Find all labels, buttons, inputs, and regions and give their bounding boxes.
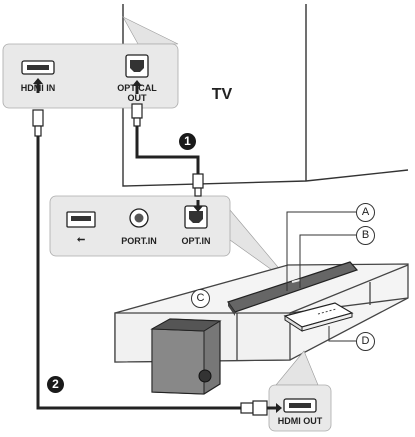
tv-label: TV <box>211 86 233 103</box>
usb-label: ⭠ <box>77 234 85 245</box>
receiver-box <box>283 302 354 332</box>
optical-out-port-icon <box>125 54 149 78</box>
callout-d: D <box>356 332 375 351</box>
callout-b: B <box>356 226 375 245</box>
optical-out-label: OPTICAL OUT <box>117 83 157 103</box>
port-in-jack-icon <box>129 208 149 228</box>
callout-a: A <box>356 203 375 222</box>
soundbar <box>227 261 359 316</box>
callout-leaders <box>286 211 356 342</box>
tv-panel-pointer <box>122 16 179 45</box>
subwoofer <box>150 318 222 395</box>
hdmi-cable <box>32 78 282 416</box>
step-2-badge: 2 <box>47 376 64 393</box>
hdmi-out-port-icon <box>283 398 317 413</box>
optical-cable <box>131 80 204 212</box>
port-in-label: PORT.IN <box>121 236 157 246</box>
hdmi-in-port-icon <box>21 60 55 75</box>
hdmi-in-label: HDMI IN <box>20 83 56 93</box>
usb-port-icon <box>66 211 96 228</box>
opt-in-label: OPT.IN <box>181 236 211 246</box>
step-1-badge: 1 <box>179 133 196 150</box>
callout-c: C <box>191 289 210 308</box>
hdmi-out-label: HDMI OUT <box>277 416 323 426</box>
